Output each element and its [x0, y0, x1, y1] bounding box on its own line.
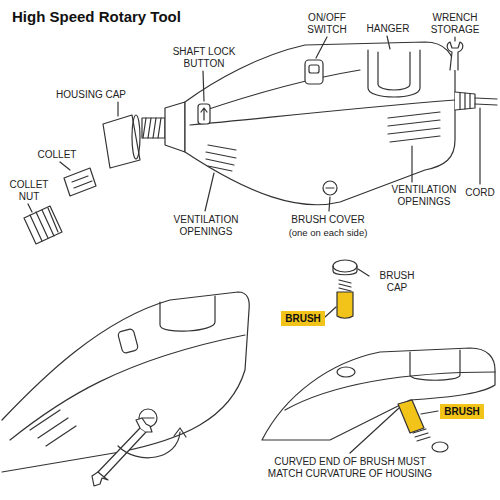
part-label: HANGER — [362, 23, 414, 35]
part-label: WRENCH STORAGE — [420, 12, 490, 36]
diagram-title: High Speed Rotary Tool — [12, 8, 181, 25]
part-label: SHAFT LOCK BUTTON — [168, 46, 240, 70]
part-label: (one on each side) — [272, 227, 384, 239]
part-label: CURVED END OF BRUSH MUST MATCH CURVATURE… — [260, 456, 440, 480]
part-label: VENTILATION OPENINGS — [383, 184, 465, 208]
part-label: COLLET NUT — [4, 179, 54, 203]
brush-tag: BRUSH — [440, 404, 484, 419]
part-label: HOUSING CAP — [45, 89, 137, 101]
part-label: BRUSH COVER — [272, 214, 384, 226]
part-label: COLLET — [32, 149, 82, 161]
brush-tag: BRUSH — [281, 311, 325, 326]
tag-text: BRUSH — [285, 311, 321, 326]
part-label: ON/OFF SWITCH — [298, 12, 356, 36]
part-label: BRUSH CAP — [371, 270, 423, 294]
tag-text: BRUSH — [444, 404, 480, 419]
part-label: CORD — [462, 187, 498, 199]
part-label: VENTILATION OPENINGS — [165, 214, 247, 238]
